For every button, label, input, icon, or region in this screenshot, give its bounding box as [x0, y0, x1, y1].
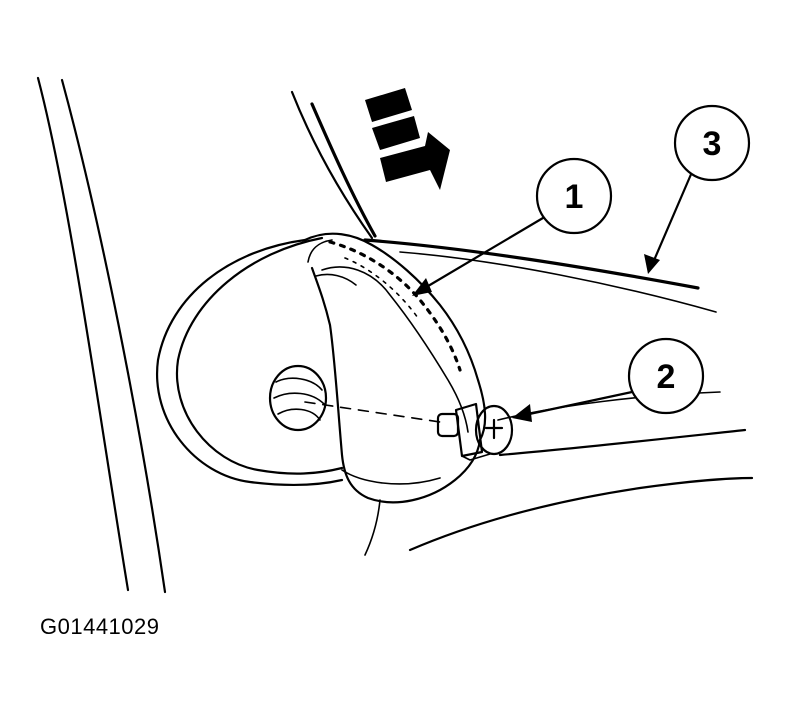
callout-1-label: 1: [565, 178, 584, 216]
direction-arrow-icon: [365, 88, 450, 190]
glass-run-weatherstrip: [363, 238, 717, 313]
door-skin: [408, 391, 754, 552]
mounting-hole: [268, 364, 328, 432]
leader-lines: [412, 170, 694, 422]
mounting-bolt: [436, 402, 514, 461]
window-pillar: [290, 90, 377, 240]
mirror-housing: [155, 236, 344, 486]
alignment-line: [304, 401, 441, 423]
callout-2: 2: [627, 337, 705, 415]
figure-id-label: G01441029: [40, 614, 160, 639]
callout-3: 3: [673, 104, 751, 182]
callout-3-label: 3: [703, 125, 722, 163]
callout-2-label: 2: [657, 358, 676, 396]
door-frame-edge: [36, 76, 167, 594]
mirror-bracket-gasket: [303, 232, 487, 556]
callout-1: 1: [535, 157, 613, 235]
